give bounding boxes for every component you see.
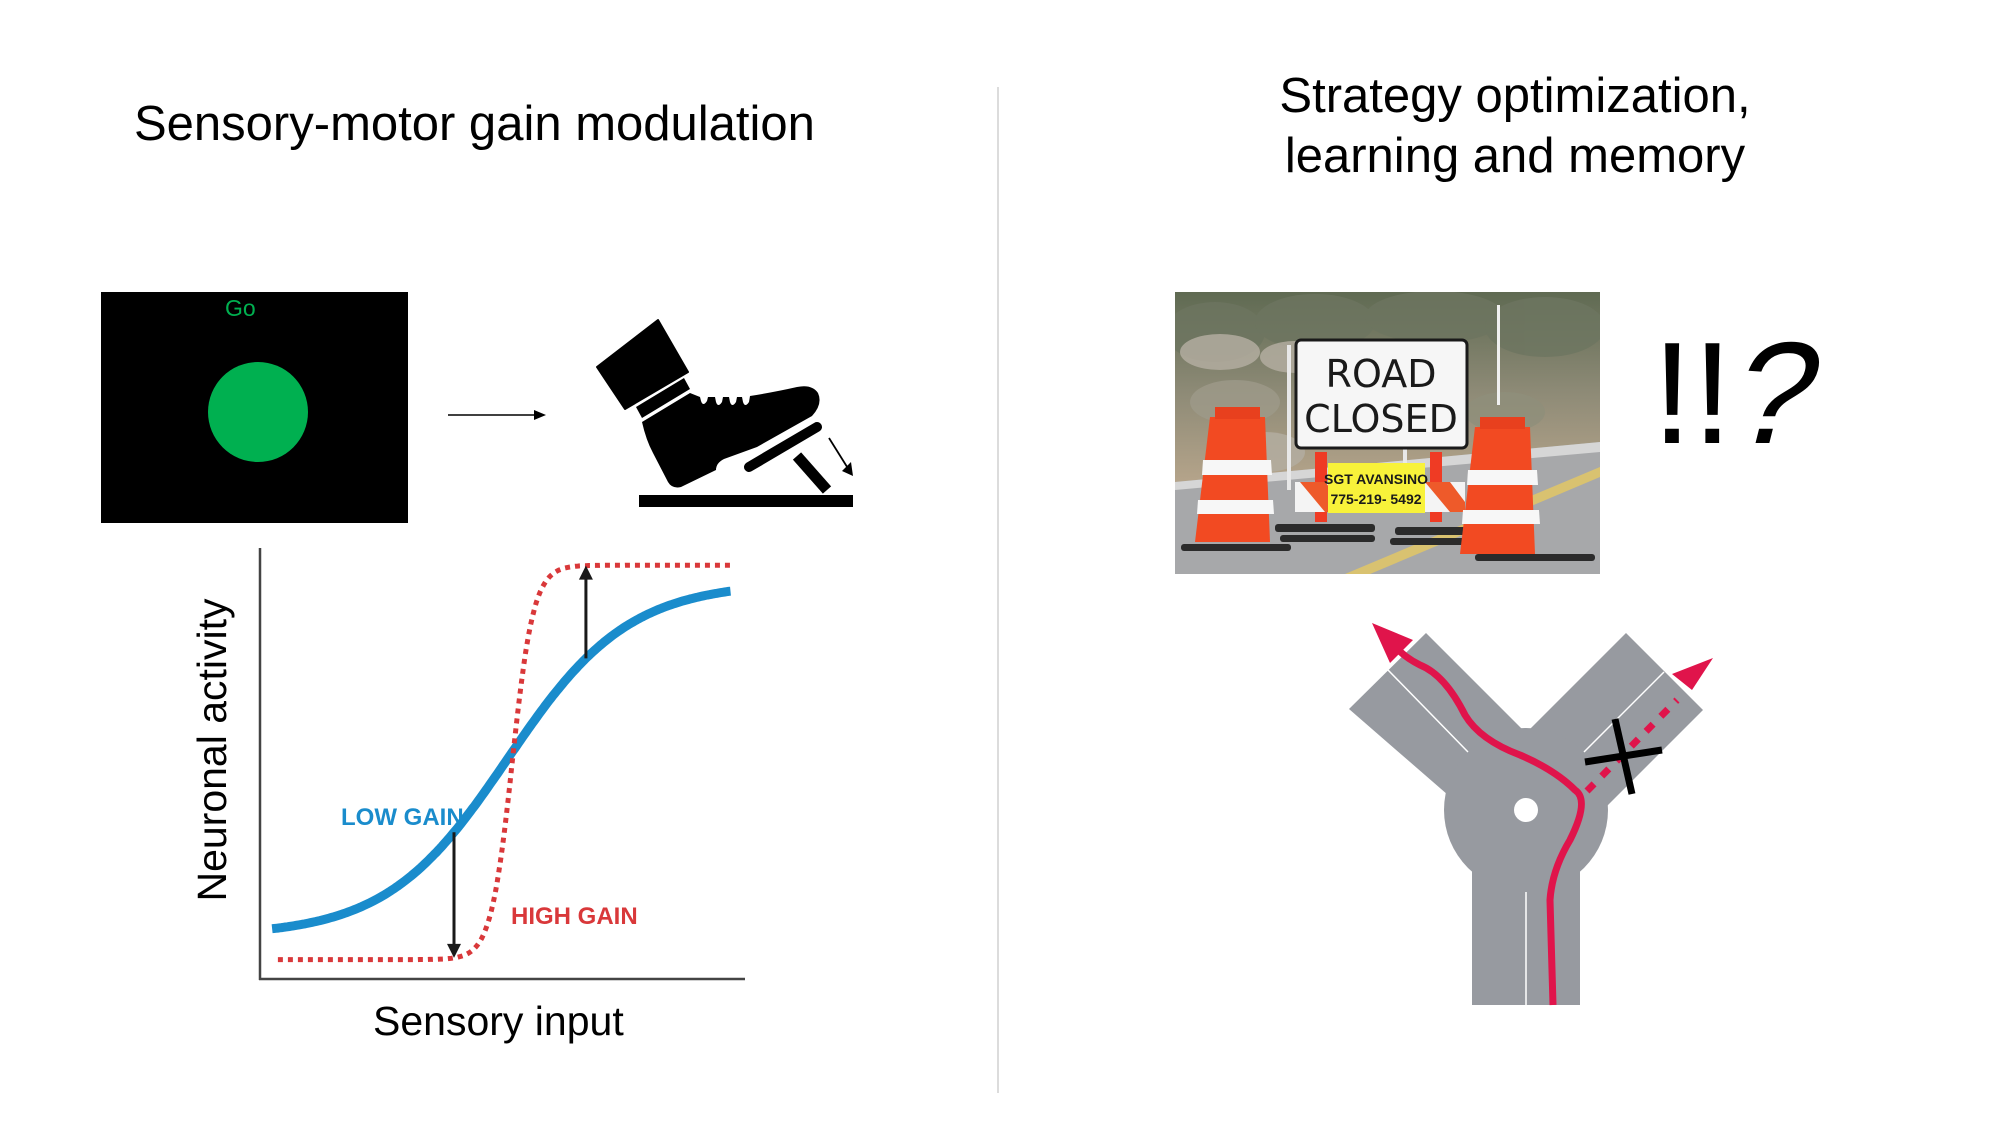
high-gain-label: HIGH GAIN [511,903,638,930]
svg-text:CLOSED: CLOSED [1304,397,1458,441]
exclamation-marks: !! [1652,312,1733,474]
traffic-barrel-left [1195,407,1274,542]
interjection-marks: !!? [1652,312,1837,474]
go-stimulus-screen: Go [101,292,408,523]
question-mark: ? [1716,312,1838,474]
pedal-plate [744,422,822,472]
go-label: Go [225,295,256,321]
high-gain-curve [277,562,731,963]
x-mark-icon [1584,718,1663,795]
sign-base-weights [1181,524,1595,561]
lane-markings [1387,669,1665,1005]
press-down-arrow-icon [828,437,853,476]
low-gain-curve [271,586,731,934]
arrowhead-up-icon [578,565,593,580]
panel-divider [997,87,999,1093]
pedal-post [792,452,832,494]
taken-route-path [1387,637,1585,1006]
arrowhead-down-icon [447,943,461,958]
y-axis-label: Neuronal activity [189,598,235,902]
floor-bar [639,495,853,507]
boot-shape [642,386,820,488]
x-axis-label: Sensory input [373,998,624,1044]
svg-text:775-219- 5492: 775-219- 5492 [1330,491,1421,507]
road-closed-sign: ROAD CLOSED [1294,338,1469,450]
left-route-arrowhead [1372,623,1413,663]
svg-text:ROAD: ROAD [1326,352,1437,396]
contact-placard: SGT AVANSINO 775-219- 5492 [1324,463,1428,513]
maze-roads [1349,633,1703,1005]
right-panel-title: Strategy optimization, learning and memo… [1215,66,1815,186]
left-panel-title: Sensory-motor gain modulation [134,97,815,151]
go-circle-icon [208,362,308,462]
sock-band-shape [636,378,690,418]
right-title-line2: learning and memory [1284,129,1746,183]
svg-text:SGT AVANSINO: SGT AVANSINO [1324,471,1428,487]
road-closed-photo: ROAD CLOSED SGT AVANSINO 775-219- 5492 [1175,292,1600,574]
pant-leg-shape [596,319,689,410]
right-title-line1: Strategy optimization, [1279,69,1751,123]
blocked-route-path [1584,697,1680,794]
maze-center-hole [1514,798,1538,822]
traffic-barrel-right [1460,417,1540,554]
low-gain-label: LOW GAIN [341,804,464,831]
right-route-arrowhead [1672,658,1713,690]
